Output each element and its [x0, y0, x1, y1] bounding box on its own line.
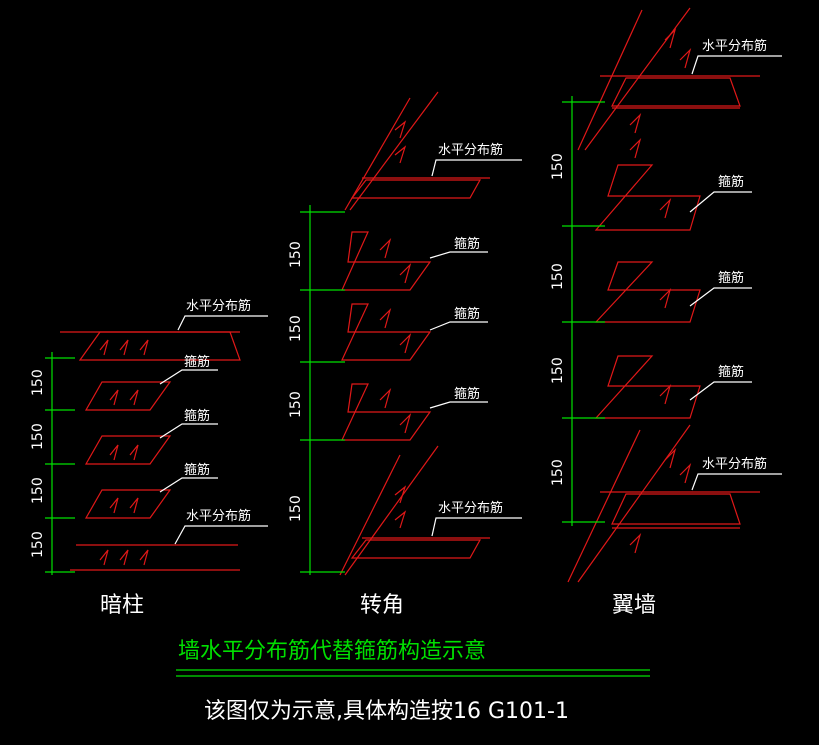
hidden-column-caption: 暗柱 — [100, 593, 144, 618]
wing-wall-caption: 翼墙 — [612, 593, 656, 618]
corner-horizontal-bar-label-top: 水平分布筋 — [438, 142, 503, 158]
drawing-title: 墙水平分布筋代替箍筋构造示意 — [178, 639, 486, 664]
hidden-column-horizontal-bar-label-top: 水平分布筋 — [186, 298, 251, 314]
wing-wall-stirrup-label-1: 箍筋 — [718, 174, 744, 190]
hidden-column-dim-1: 150 — [30, 369, 46, 396]
hidden-column-stirrup-label-3: 箍筋 — [184, 462, 210, 478]
wing-wall-horizontal-bar-label-bottom: 水平分布筋 — [702, 456, 767, 472]
hidden-column-dim-3: 150 — [30, 477, 46, 504]
corner-stirrup-label-2: 箍筋 — [454, 306, 480, 322]
corner-stirrup-label-3: 箍筋 — [454, 386, 480, 402]
wing-wall-leaders — [689, 55, 782, 491]
hidden-column-horizontal-bar-label-bottom: 水平分布筋 — [186, 508, 251, 524]
hidden-column-stirrup-label-2: 箍筋 — [184, 408, 210, 424]
corner-dim-1: 150 — [288, 241, 304, 268]
hidden-column-detail — [45, 315, 268, 575]
wing-wall-horizontal-bar-label-top: 水平分布筋 — [702, 38, 767, 54]
hidden-column-rebar — [60, 331, 241, 571]
corner-caption: 转角 — [360, 593, 404, 618]
corner-dimension-line — [300, 205, 345, 575]
hidden-column-dim-2: 150 — [30, 423, 46, 450]
hidden-column-dim-4: 150 — [30, 531, 46, 558]
drawing-note: 该图仅为示意,具体构造按16 G101-1 — [204, 699, 569, 724]
wing-wall-dim-3: 150 — [550, 357, 566, 384]
hidden-column-leaders — [159, 315, 268, 545]
wing-wall-stirrup-label-2: 箍筋 — [718, 270, 744, 286]
wing-wall-rebar — [567, 7, 760, 583]
wing-wall-dimension-line — [562, 96, 605, 526]
corner-dim-4: 150 — [288, 495, 304, 522]
corner-horizontal-bar-label-bottom: 水平分布筋 — [438, 500, 503, 516]
corner-dim-3: 150 — [288, 391, 304, 418]
hidden-column-dimension-line — [45, 352, 75, 575]
corner-leaders — [429, 159, 522, 537]
corner-detail — [300, 91, 522, 576]
wing-wall-detail — [562, 7, 782, 583]
corner-rebar — [339, 91, 490, 576]
wing-wall-dim-4: 150 — [550, 459, 566, 486]
wing-wall-stirrup-label-3: 箍筋 — [718, 364, 744, 380]
corner-stirrup-label-1: 箍筋 — [454, 236, 480, 252]
wing-wall-dim-1: 150 — [550, 153, 566, 180]
hidden-column-stirrup-label-1: 箍筋 — [184, 354, 210, 370]
corner-dim-2: 150 — [288, 315, 304, 342]
wing-wall-dim-2: 150 — [550, 263, 566, 290]
